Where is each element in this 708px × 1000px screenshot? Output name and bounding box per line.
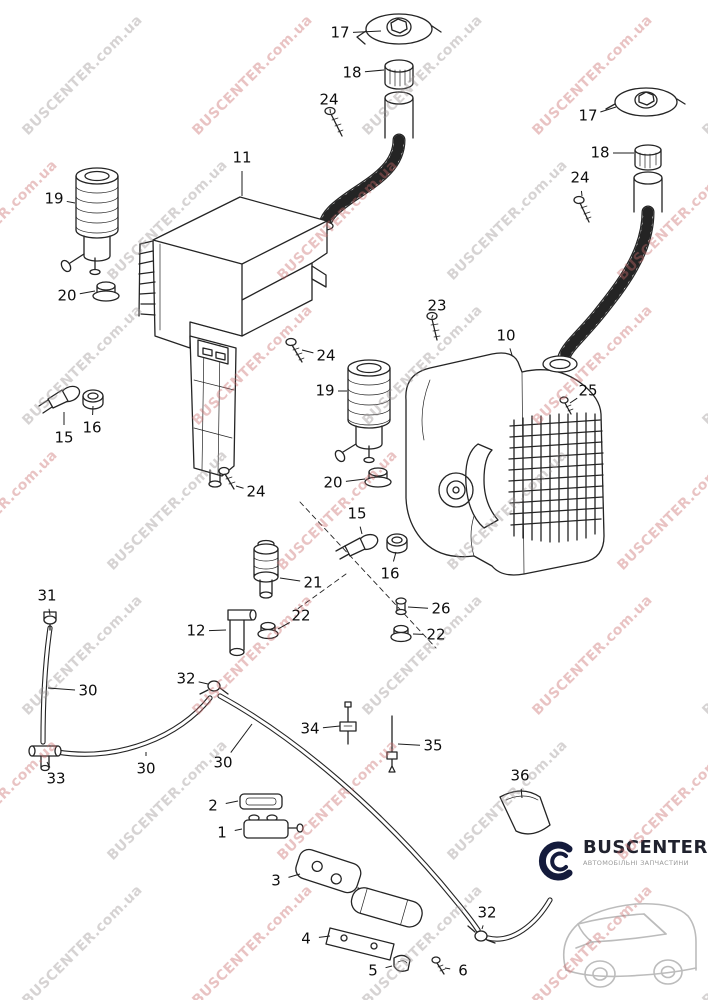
leader-line-25 xyxy=(569,397,578,404)
leader-line-17 xyxy=(352,30,382,33)
construction-dashed-lines xyxy=(295,501,437,649)
screw-24-lower xyxy=(218,466,236,490)
cable-tie-35 xyxy=(386,715,398,773)
level-sensor-middle xyxy=(335,533,379,560)
grommet-20-middle xyxy=(364,467,392,488)
leader-line-24 xyxy=(235,485,244,489)
filler-cap-right xyxy=(605,87,686,117)
washer-pump-left xyxy=(60,167,119,276)
screw-24-middle xyxy=(285,337,305,363)
leader-line-32 xyxy=(198,681,209,685)
leader-line-20 xyxy=(345,478,366,482)
elbow-32-upper xyxy=(199,680,229,695)
reservoir-right-hatch xyxy=(508,412,604,543)
leader-line-24 xyxy=(301,349,314,354)
clip-5 xyxy=(393,954,411,972)
leader-line-2 xyxy=(225,800,239,804)
leader-line-26 xyxy=(407,606,429,609)
leader-line-30 xyxy=(47,687,76,691)
filler-neck-left xyxy=(316,91,414,231)
logo-name: BUSCENTER xyxy=(583,837,708,858)
screw-24-right xyxy=(573,195,592,223)
grommet-16-middle xyxy=(386,533,408,554)
reservoir-left xyxy=(138,196,328,488)
leader-line-30 xyxy=(230,723,253,753)
nozzle-gasket-2 xyxy=(239,793,283,810)
leader-line-33 xyxy=(46,761,51,768)
tee-connector-33 xyxy=(28,745,62,772)
pump-21 xyxy=(253,539,279,599)
leader-line-3 xyxy=(288,873,301,878)
cover-36 xyxy=(499,790,551,835)
clip-34 xyxy=(339,701,357,745)
leader-line-35 xyxy=(397,743,421,746)
strainer-right xyxy=(634,144,662,171)
leader-line-17 xyxy=(600,106,617,113)
washer-nozzle-1 xyxy=(243,814,304,839)
logo-subtitle: АВТОМОБІЛЬНІ ЗАПЧАСТИНИ xyxy=(583,858,689,867)
grommet-22-left xyxy=(257,621,279,640)
leader-line-10 xyxy=(509,348,513,356)
leader-line-15 xyxy=(359,526,363,535)
filler-neck-right xyxy=(557,171,663,364)
leader-line-16 xyxy=(392,551,397,562)
valve-26 xyxy=(395,597,407,616)
leader-line-5 xyxy=(385,965,393,969)
leader-line-6 xyxy=(444,967,451,970)
van-sketch xyxy=(562,902,697,988)
leader-line-23 xyxy=(431,314,434,319)
reservoir-right xyxy=(405,352,605,576)
leader-line-32 xyxy=(481,925,484,930)
connector-31 xyxy=(43,611,57,631)
grommet-22-right xyxy=(390,624,412,643)
grommet-20-left xyxy=(92,281,120,302)
leader-line-12 xyxy=(208,629,227,632)
leader-line-22 xyxy=(277,621,290,630)
leader-line-1 xyxy=(234,828,243,831)
screw-23 xyxy=(426,311,441,341)
screw-25 xyxy=(559,396,574,415)
washer-hoses xyxy=(40,625,553,942)
leader-line-20 xyxy=(79,290,96,295)
level-sensor-left xyxy=(38,385,81,414)
strainer-left xyxy=(384,59,414,90)
leader-line-31 xyxy=(48,608,51,616)
leader-line-4 xyxy=(318,935,331,938)
washer-pump-middle xyxy=(334,359,391,464)
leader-line-24 xyxy=(580,190,583,197)
leader-line-34 xyxy=(322,725,341,729)
elbow-32-lower xyxy=(467,925,496,944)
filler-cap-left xyxy=(356,13,442,45)
leader-line-21 xyxy=(279,577,301,582)
leader-line-18 xyxy=(364,69,385,73)
pump-bracket-4 xyxy=(325,887,423,961)
leader-line-36 xyxy=(520,788,523,799)
elbow-pipe-12 xyxy=(227,609,257,657)
screw-6 xyxy=(431,956,446,975)
buscenter-logo: BUSCENTER АВТОМОБІЛЬНІ ЗАПЧАСТИНИ xyxy=(533,838,708,884)
leader-line-19 xyxy=(66,200,76,204)
buscenter-logo-icon xyxy=(538,841,573,881)
